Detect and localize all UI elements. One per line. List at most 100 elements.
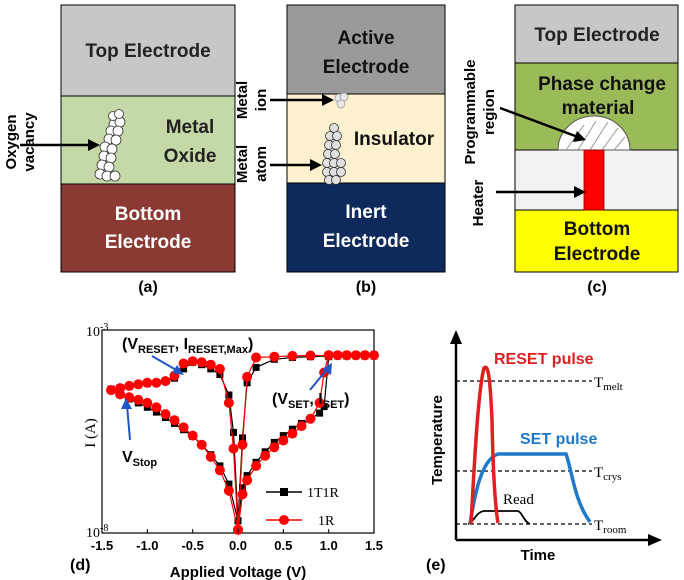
active-electrode-label-1: Active [337, 28, 394, 49]
data-point-1r [196, 357, 207, 368]
metal-ion-label-2: ion [253, 89, 270, 112]
caption-a: (a) [138, 279, 158, 296]
stop-annotation: VStop [122, 449, 157, 469]
data-point-1r [205, 451, 216, 462]
t-melt-label: Tmelt [594, 375, 623, 393]
data-point-1r [287, 350, 298, 361]
data-point-1t1r [320, 403, 328, 411]
metal-ion-label-1: Metal [234, 81, 251, 119]
data-point-1t1r [180, 365, 188, 373]
stop-arrow [126, 404, 131, 441]
data-point-1r [237, 489, 248, 500]
data-point-1r [142, 397, 153, 408]
data-point-1r [296, 421, 307, 432]
set-pulse-label: SET pulse [520, 431, 597, 448]
arrowhead-icon [310, 159, 322, 171]
bottom-electrode-layer [60, 183, 236, 273]
metal-oxide-label-2: Oxide [164, 146, 217, 167]
metal-atom-label-1: Metal [234, 145, 251, 183]
reset-annotation: (VRESET, IRESET,Max) [122, 336, 253, 356]
data-point-1r [223, 397, 234, 408]
heater-label: Heater [470, 179, 487, 226]
data-point-1r [350, 350, 361, 361]
arrowhead-icon [322, 363, 332, 375]
metal-atom-label-2: atom [253, 146, 270, 182]
bottom-electrode-label-c-1: Bottom [564, 219, 630, 240]
data-point-1r [359, 350, 370, 361]
arrowhead-icon [88, 139, 100, 151]
data-point-1r [269, 351, 280, 362]
data-point-1r [223, 485, 234, 496]
data-point-1t1r [316, 409, 324, 417]
iv-series-group [106, 350, 379, 535]
set-pulse [468, 452, 592, 525]
set-arrow [309, 367, 329, 391]
t-room-label: Troom [594, 518, 627, 536]
data-point-1r [169, 415, 180, 426]
caption-b: (b) [356, 279, 376, 296]
arrowhead-icon [172, 365, 184, 375]
oxygen-vacancy-filament [94, 109, 126, 182]
x-axis-label: Applied Voltage (V) [170, 564, 306, 580]
y-tick-top: 10-3 [86, 322, 108, 340]
set-annotation: (VSET, ISET) [272, 391, 349, 411]
data-point-1t1r [230, 428, 237, 436]
x-tick-label: -0.5 [181, 538, 203, 553]
bottom-electrode-label-1: Bottom [115, 204, 181, 225]
inert-electrode-label-2: Electrode [323, 231, 410, 252]
x-tick-label: 1.5 [365, 538, 383, 553]
phase-change-label-2: material [562, 98, 635, 119]
heater-element [583, 149, 605, 211]
arrowhead-icon [450, 330, 462, 344]
data-point-1r [196, 439, 207, 450]
metal-oxide-label-1: Metal [166, 117, 215, 138]
data-point-1r [106, 385, 117, 396]
data-point-1t1r [239, 484, 246, 492]
caption-d: (d) [70, 557, 90, 574]
bottom-electrode-layer-c [514, 209, 679, 273]
phase-change-label-1: Phase change [538, 74, 666, 95]
caption-c: (c) [587, 279, 607, 296]
arrowhead-icon [121, 398, 132, 409]
data-point-1t1r [225, 480, 233, 488]
bottom-electrode-label-2: Electrode [105, 232, 192, 253]
caption-e: (e) [426, 557, 446, 574]
time-axis-label: Time [521, 547, 556, 564]
data-point-1r [242, 371, 253, 382]
x-tick-label: 0.0 [229, 538, 247, 553]
legend: 1T1R 1R [266, 486, 340, 529]
arrowhead-icon [573, 131, 586, 142]
x-tick-label: 0.5 [274, 538, 292, 553]
data-point-1r [237, 439, 248, 450]
y-tick-bottom: 10-8 [86, 523, 108, 541]
data-point-1r [278, 435, 289, 446]
arrowhead-icon [574, 186, 586, 198]
top-electrode-label-c: Top Electrode [534, 25, 659, 46]
legend-marker-1r [279, 515, 289, 525]
data-point-1r [251, 352, 262, 363]
data-point-1r [115, 383, 126, 394]
data-point-1r [151, 377, 162, 388]
reset-arrow [151, 355, 179, 372]
top-electrode-layer-c [514, 4, 679, 64]
metal-oxide-layer [60, 95, 236, 185]
panel-c: Top Electrode Phase change material Bott… [462, 4, 679, 296]
data-point-1r [341, 350, 352, 361]
y-axis-label: I (A) [83, 418, 99, 448]
legend-marker-1t1r [280, 488, 288, 496]
data-point-1t1r [225, 391, 233, 399]
oxygen-vacancy-label-1: Oxygen [3, 114, 20, 169]
data-point-1r [242, 475, 253, 486]
arrowhead-icon [648, 534, 662, 546]
arrowhead-icon [322, 94, 334, 106]
data-point-1t1r [216, 371, 224, 378]
panel-a: Top Electrode Metal Oxide Bottom Electro… [3, 4, 236, 296]
panel-e-pulse-chart: RESET pulse SET pulse Read Tmelt Tcrys T… [426, 330, 662, 574]
active-electrode-label-2: Electrode [323, 57, 410, 78]
x-tick-label: 1.0 [320, 538, 338, 553]
data-point-1r [314, 397, 325, 408]
temperature-axis-label: Temperature [429, 395, 446, 485]
plot-frame [101, 329, 375, 534]
